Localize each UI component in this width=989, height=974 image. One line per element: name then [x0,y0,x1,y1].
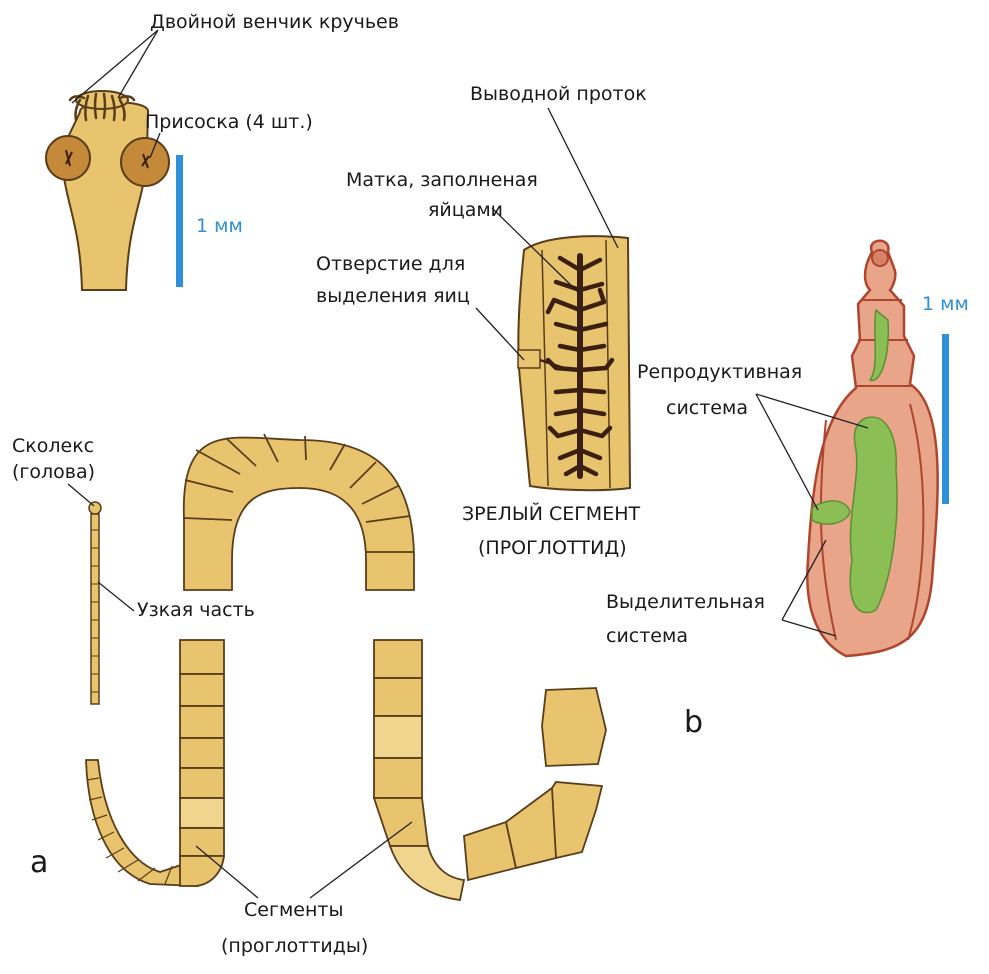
label-letter-b: b [684,705,703,740]
scale-bar-a [176,155,183,287]
label-letter-a: a [30,845,48,880]
label-reproductive-system-2: система [666,397,748,419]
label-scolex-head: (голова) [12,461,95,483]
label-narrow-part: Узкая часть [137,599,255,621]
label-segments: Сегменты [244,899,343,921]
label-scolex: Сколекс [12,435,94,457]
label-reproductive-system: Репродуктивная [637,361,802,383]
label-uterus-eggs: яйцами [428,199,503,221]
label-mature-segment: ЗРЕЛЫЙ СЕГМЕНТ [462,502,640,525]
scale-label-b: 1 мм [922,293,969,315]
label-segments-proglottids: (проглоттиды) [221,935,368,957]
label-uterus: Матка, заполненая [346,169,538,191]
scale-bar-b [942,334,949,504]
label-excretory-system: Выделительная [606,591,765,613]
label-excretory-system-2: система [606,625,688,647]
label-double-hooks: Двойной венчик кручьев [150,11,399,33]
label-sucker: Присоска (4 шт.) [145,111,313,133]
label-mature-segment-proglottid: (ПРОГЛОТТИД) [478,537,627,559]
label-egg-pore-2: выделения яиц [316,285,470,307]
label-egg-pore: Отверстие для [316,253,465,275]
mature-segment-illustration [518,236,630,490]
adult-worm-illustration [807,241,937,656]
scale-label-a: 1 мм [196,215,243,237]
label-excretory-duct: Выводной проток [470,83,647,105]
